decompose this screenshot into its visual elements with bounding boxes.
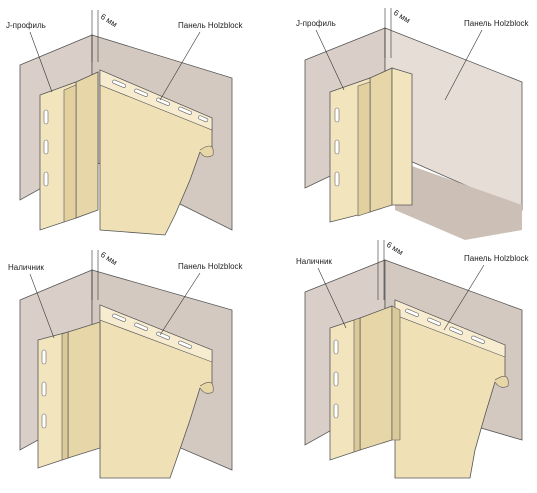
casing-rib	[353, 317, 361, 453]
gap-label: 6 мм	[385, 240, 405, 257]
j-profile-nail-slots	[334, 107, 340, 187]
gap-label: 6 мм	[392, 8, 412, 25]
floor-shadow	[395, 160, 522, 240]
casing-nail-slots	[41, 349, 47, 429]
siding-panel-top	[99, 69, 213, 131]
j-profile-side	[391, 67, 413, 206]
diagram-casing-outer-corner: 6 мм Наличник Панель Holzblock	[296, 240, 530, 479]
diagram-casing-inner-corner: 6 мм Наличник Панель Holzblock	[8, 250, 244, 479]
profile-label: Наличник	[8, 263, 44, 272]
j-profile-lip	[63, 84, 77, 223]
casing-rib	[61, 331, 69, 461]
panel-label: Панель Holzblock	[178, 21, 244, 30]
diagram-j-profile-inner-corner: 6 мм J-профиль Панель Holzblock	[6, 10, 244, 236]
panel-label: Панель Holzblock	[464, 19, 530, 28]
panel-label: Панель Holzblock	[178, 262, 244, 271]
casing-side	[391, 305, 401, 441]
nail-slots	[112, 313, 192, 349]
gap-label: 6 мм	[99, 12, 119, 29]
diagram-j-profile-outer-corner: 6 мм J-профиль Панель Holzblock	[296, 8, 530, 240]
j-profile-nail-slots	[43, 109, 49, 187]
profile-label: Наличник	[296, 257, 332, 266]
nail-slots	[112, 79, 209, 123]
j-profile-lip	[357, 81, 371, 217]
siding-curl	[199, 145, 214, 158]
j-profile-back	[369, 67, 393, 213]
nail-slots	[405, 308, 485, 344]
siding-curl	[199, 381, 214, 394]
gap-label: 6 мм	[99, 250, 119, 267]
casing-nail-slots	[333, 339, 339, 419]
panel-label: Панель Holzblock	[464, 254, 530, 263]
profile-label: J-профиль	[6, 21, 46, 30]
siding-curl	[494, 375, 509, 388]
casing-back	[359, 305, 393, 451]
j-profile-back	[75, 71, 99, 219]
casing-back	[67, 321, 101, 459]
profile-label: J-профиль	[296, 19, 336, 28]
siding-panel-top	[99, 304, 213, 363]
